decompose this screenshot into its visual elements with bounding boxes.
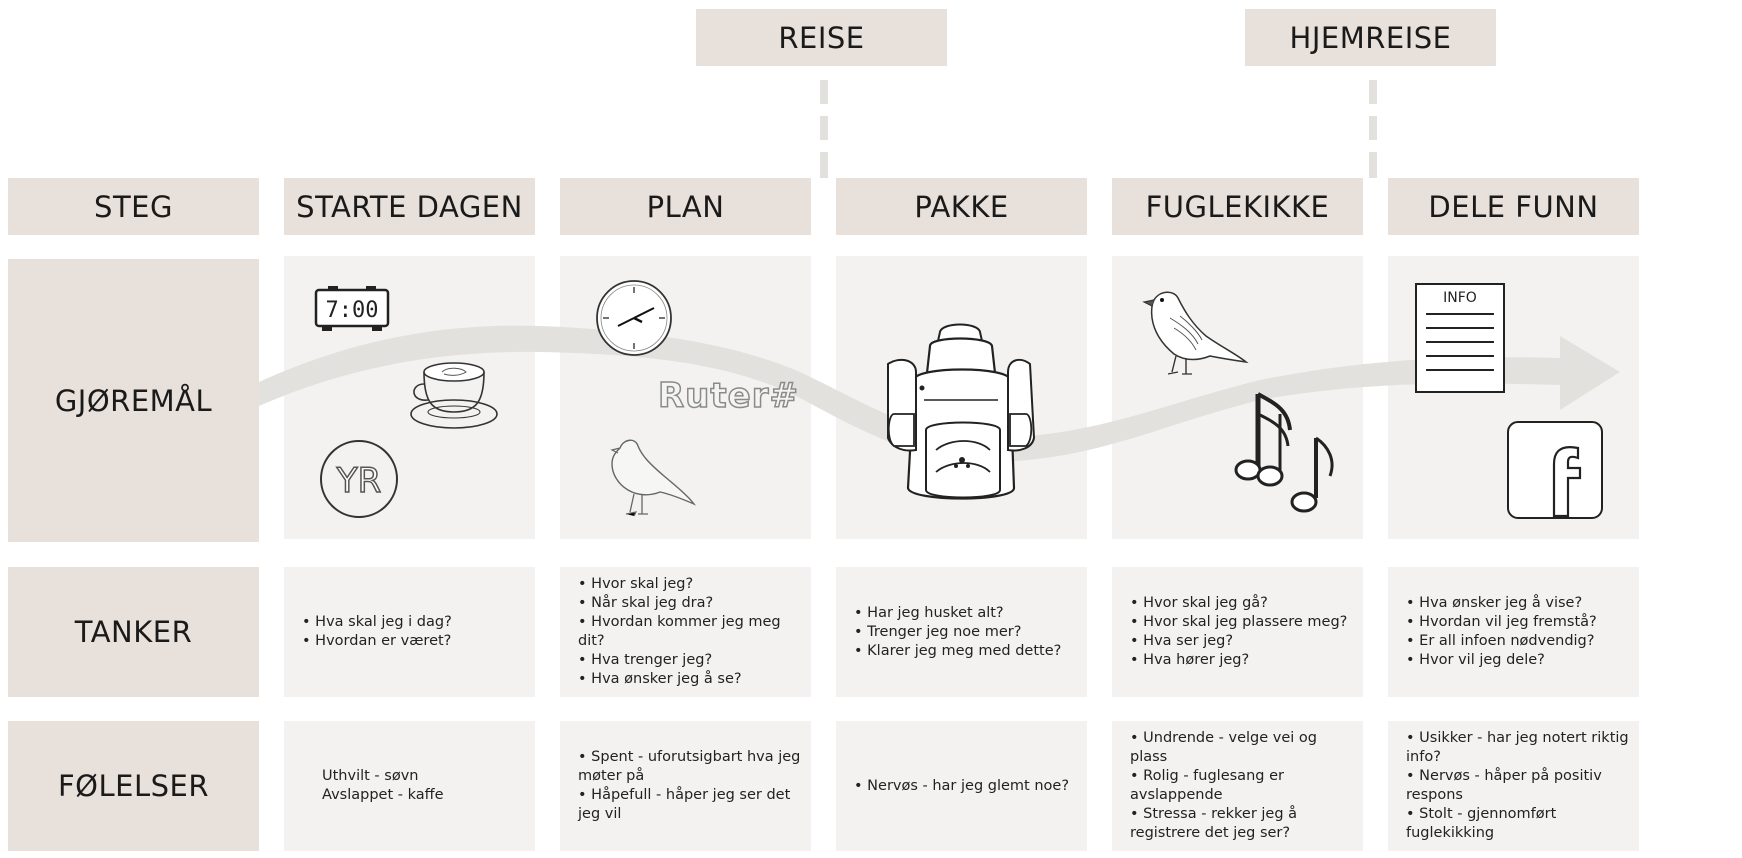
tanker-item: Hva hører jeg? [1130, 651, 1353, 670]
coffee-cup-icon [410, 362, 498, 429]
header-steg-label: STEG [94, 189, 173, 224]
tanker-list-dele-funn: Hva ønsker jeg å vise? Hvordan vil jeg f… [1406, 594, 1629, 670]
tanker-item: Hva trenger jeg? [578, 651, 801, 670]
tanker-item: Hva ser jeg? [1130, 632, 1353, 651]
ruter-logo-icon: Ruter# [657, 375, 799, 417]
tanker-item: Trenger jeg noe mer? [854, 623, 1077, 642]
tanker-item: Hvordan kommer jeg meg dit? [578, 613, 801, 651]
folelser-list-dele-funn: Usikker - har jeg notert riktig info? Ne… [1406, 729, 1629, 843]
tanker-cell-plan: Hvor skal jeg? Når skal jeg dra? Hvordan… [560, 567, 811, 697]
header-starte-dagen: STARTE DAGEN [284, 178, 535, 235]
tanker-item: Hvor vil jeg dele? [1406, 651, 1629, 670]
tanker-cell-pakke: Har jeg husket alt? Trenger jeg noe mer?… [836, 567, 1087, 697]
folelser-item: Stolt - gjennomført fuglekikking [1406, 805, 1629, 843]
header-steg: STEG [8, 178, 259, 235]
info-document-icon: INFO [1415, 283, 1505, 393]
tanker-item: Hva ønsker jeg å se? [578, 670, 801, 689]
folelser-item: Undrende - velge vei og plass [1130, 729, 1353, 767]
folelser-item: Usikker - har jeg notert riktig info? [1406, 729, 1629, 767]
yr-logo-icon: YR [320, 440, 398, 518]
folelser-item: Rolig - fuglesang er avslappende [1130, 767, 1353, 805]
tanker-item: Hvor skal jeg? [578, 575, 801, 594]
header-dele-funn-label: DELE FUNN [1428, 189, 1599, 224]
header-dele-funn: DELE FUNN [1388, 178, 1639, 235]
folelser-list-pakke: Nervøs - har jeg glemt noe? [854, 777, 1077, 796]
backpack-icon [887, 323, 1036, 500]
row-label-gjoremal: GJØREMÅL [8, 259, 259, 542]
phase-hjemreise: HJEMREISE [1245, 9, 1496, 66]
tanker-list-plan: Hvor skal jeg? Når skal jeg dra? Hvordan… [578, 575, 801, 689]
folelser-item: Nervøs - håper på positiv respons [1406, 767, 1629, 805]
header-fuglekikke-label: FUGLEKIKKE [1145, 189, 1330, 224]
row-label-tanker: TANKER [8, 567, 259, 697]
phase-hjemreise-label: HJEMREISE [1289, 20, 1452, 55]
folelser-item: Nervøs - har jeg glemt noe? [854, 777, 1077, 796]
tanker-item: Hvor skal jeg plassere meg? [1130, 613, 1353, 632]
header-pakke: PAKKE [836, 178, 1087, 235]
tanker-list-starte-dagen: Hva skal jeg i dag? Hvordan er været? [302, 613, 525, 651]
row-label-gjoremal-text: GJØREMÅL [54, 383, 213, 418]
header-starte-dagen-label: STARTE DAGEN [296, 189, 523, 224]
tanker-cell-starte-dagen: Hva skal jeg i dag? Hvordan er været? [284, 567, 535, 697]
tanker-item: Når skal jeg dra? [578, 594, 801, 613]
facebook-icon [1507, 421, 1603, 519]
tanker-cell-dele-funn: Hva ønsker jeg å vise? Hvordan vil jeg f… [1388, 567, 1639, 697]
row-label-folelser-text: FØLELSER [57, 769, 210, 803]
row-label-tanker-text: TANKER [74, 615, 193, 649]
tanker-item: Hva ønsker jeg å vise? [1406, 594, 1629, 613]
folelser-item: Avslappet - kaffe [322, 787, 444, 803]
row-label-folelser: FØLELSER [8, 721, 259, 851]
tanker-item: Er all infoen nødvendig? [1406, 632, 1629, 651]
phase-reise-label: REISE [778, 20, 865, 55]
alarm-clock-icon: 7:00 [314, 286, 390, 331]
tanker-list-fuglekikke: Hvor skal jeg gå? Hvor skal jeg plassere… [1130, 594, 1353, 670]
bird-outline-icon [610, 439, 697, 517]
yr-logo-text: YR [336, 461, 381, 501]
folelser-list-starte-dagen: Uthvilt - søvn Avslappet - kaffe [322, 767, 525, 805]
tanker-item: Hvor skal jeg gå? [1130, 594, 1353, 613]
folelser-list-fuglekikke: Undrende - velge vei og plass Rolig - fu… [1130, 729, 1353, 843]
sparrow-icon [1142, 291, 1249, 375]
folelser-cell-starte-dagen: Uthvilt - søvn Avslappet - kaffe [284, 721, 535, 851]
wall-clock-icon [596, 280, 672, 356]
header-plan: PLAN [560, 178, 811, 235]
header-plan-label: PLAN [646, 189, 725, 224]
tanker-item: Klarer jeg meg med dette? [854, 642, 1077, 661]
folelser-list-plan: Spent - uforutsigbart hva jeg møter på H… [578, 748, 801, 824]
tanker-list-pakke: Har jeg husket alt? Trenger jeg noe mer?… [854, 604, 1077, 661]
phase-reise: REISE [696, 9, 947, 66]
info-document-label: INFO [1443, 290, 1477, 306]
tanker-item: Hva skal jeg i dag? [302, 613, 525, 632]
tanker-item: Hvordan er været? [302, 632, 525, 651]
folelser-item: Stressa - rekker jeg å registrere det je… [1130, 805, 1353, 843]
tanker-item: Har jeg husket alt? [854, 604, 1077, 623]
folelser-cell-dele-funn: Usikker - har jeg notert riktig info? Ne… [1388, 721, 1639, 851]
music-notes-icon [1234, 392, 1334, 513]
folelser-cell-pakke: Nervøs - har jeg glemt noe? [836, 721, 1087, 851]
header-fuglekikke: FUGLEKIKKE [1112, 178, 1363, 235]
header-pakke-label: PAKKE [914, 189, 1009, 224]
tanker-cell-fuglekikke: Hvor skal jeg gå? Hvor skal jeg plassere… [1112, 567, 1363, 697]
alarm-clock-time: 7:00 [326, 298, 379, 323]
folelser-item: Spent - uforutsigbart hva jeg møter på [578, 748, 801, 786]
tanker-item: Hvordan vil jeg fremstå? [1406, 613, 1629, 632]
folelser-item: Uthvilt - søvn [322, 768, 419, 784]
folelser-item: Håpefull - håper jeg ser det jeg vil [578, 786, 801, 824]
folelser-cell-fuglekikke: Undrende - velge vei og plass Rolig - fu… [1112, 721, 1363, 851]
folelser-cell-plan: Spent - uforutsigbart hva jeg møter på H… [560, 721, 811, 851]
